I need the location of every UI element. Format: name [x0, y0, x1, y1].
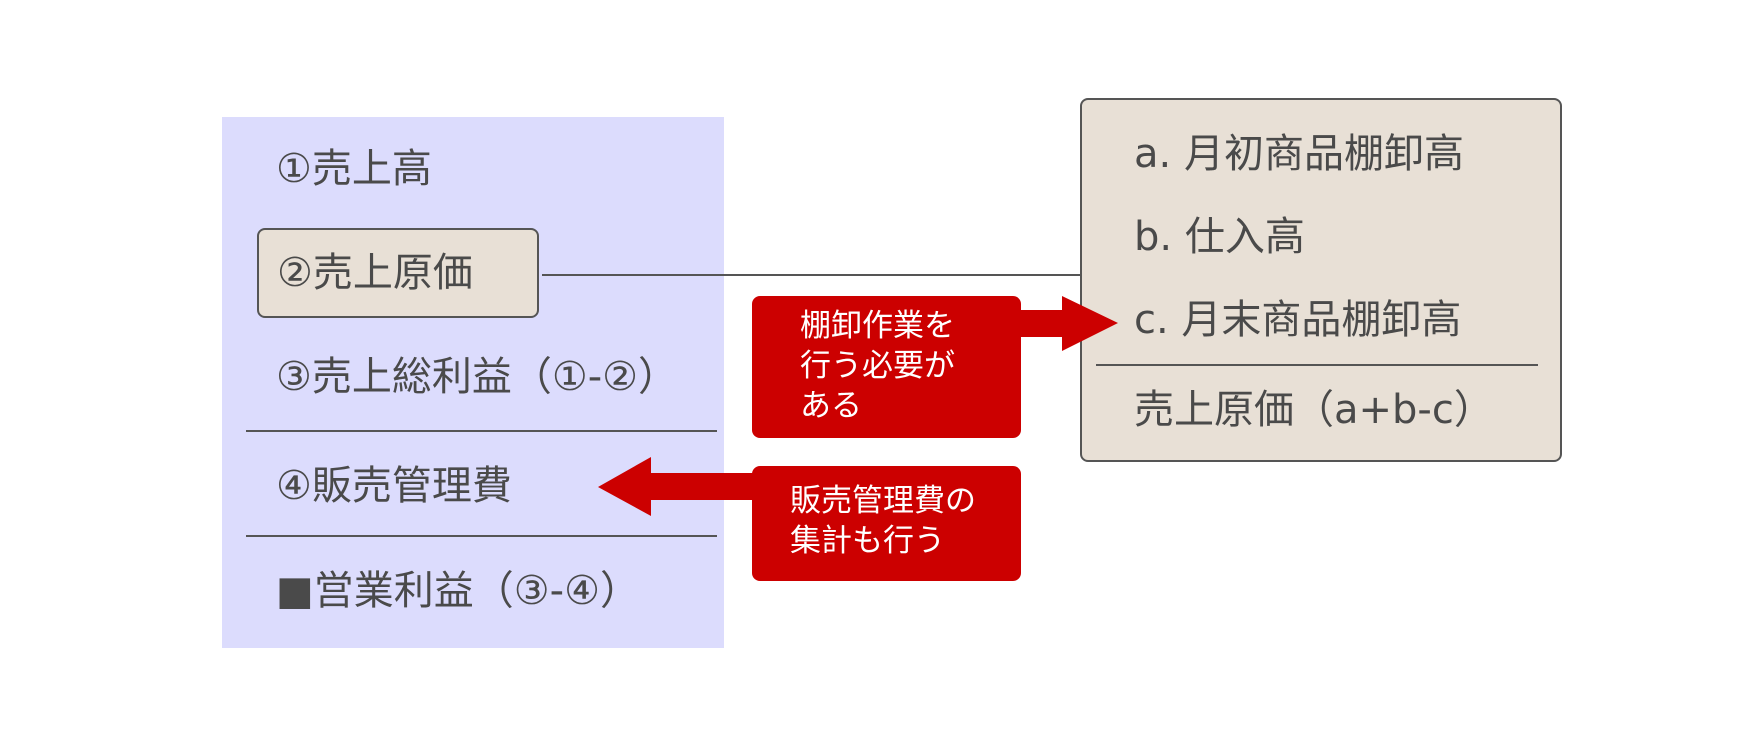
breakdown-divider	[1096, 364, 1538, 366]
inventory-note-line-1: 棚卸作業を	[800, 308, 955, 344]
cost-of-sales-item: ②売上原価	[277, 250, 473, 296]
cost-of-sales-connector-line	[542, 274, 1081, 276]
opening-inventory-item: a. 月初商品棚卸高	[1134, 131, 1464, 177]
divider-before-sga	[246, 430, 717, 432]
income-statement-panel: ①売上高 ②売上原価 ③売上総利益（①-②） ④販売管理費 ■営業利益（③-④）	[222, 117, 724, 648]
sga-note-line-1: 販売管理費の	[790, 483, 976, 519]
operating-profit-item: ■営業利益（③-④）	[276, 568, 640, 614]
sales-item: ①売上高	[276, 146, 432, 192]
arrow-to-sga	[598, 457, 762, 516]
inventory-note-line-2: 行う必要が	[800, 348, 955, 384]
purchases-item: b. 仕入高	[1134, 214, 1305, 260]
inventory-note-line-3: ある	[800, 388, 862, 424]
sga-item: ④販売管理費	[276, 463, 512, 509]
closing-inventory-item: c. 月末商品棚卸高	[1134, 297, 1462, 343]
cost-of-sales-formula: 売上原価（a+b-c）	[1134, 387, 1494, 433]
gross-profit-item: ③売上総利益（①-②）	[276, 354, 679, 400]
cost-of-sales-breakdown-box: a. 月初商品棚卸高 b. 仕入高 c. 月末商品棚卸高 売上原価（a+b-c）	[1080, 98, 1562, 462]
sga-note-line-2: 集計も行う	[790, 523, 945, 559]
arrow-to-closing-inventory	[1015, 296, 1118, 351]
sga-note-callout: 販売管理費の 集計も行う	[752, 466, 1021, 581]
inventory-note-callout: 棚卸作業を 行う必要が ある	[752, 296, 1021, 438]
cost-of-sales-box: ②売上原価	[257, 228, 539, 318]
divider-before-operating-profit	[246, 535, 717, 537]
